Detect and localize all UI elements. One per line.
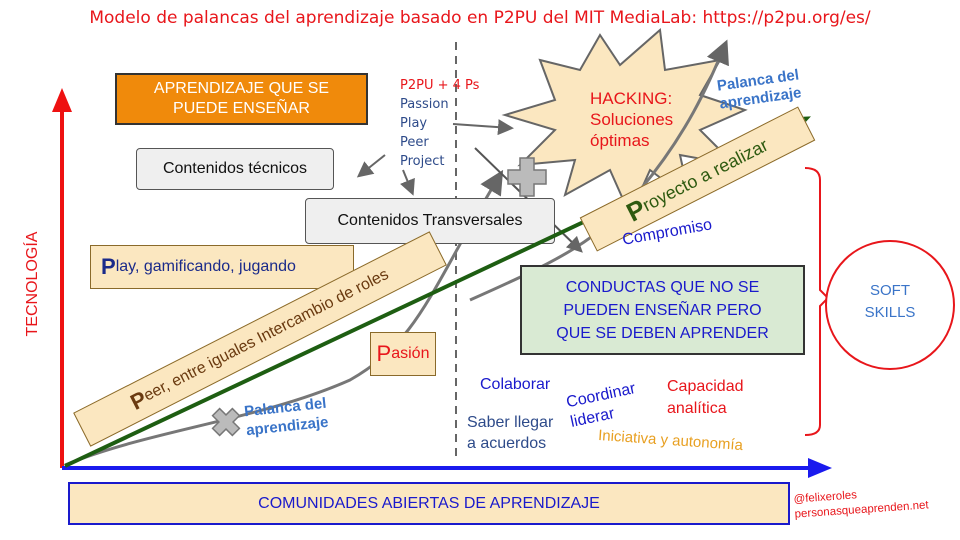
behaviors-box: CONDUCTAS QUE NO SE PUEDEN ENSEÑAR PERO QU… <box>520 265 805 355</box>
communities-box: COMUNIDADES ABIERTAS DE APRENDIZAJE <box>68 482 790 525</box>
label: PUEDE ENSEÑAR <box>173 100 310 117</box>
passion-initial: P <box>376 341 392 366</box>
label: Soluciones <box>590 110 674 129</box>
label: SKILLS <box>864 304 916 321</box>
label: Capacidad <box>667 378 744 395</box>
arrow <box>356 154 386 178</box>
p2pu-heading: P2PU + 4 Ps <box>400 78 480 93</box>
technical-content-box: Contenidos técnicos <box>136 148 334 190</box>
hacking-starburst <box>501 28 748 218</box>
play-initial: P <box>101 254 116 279</box>
label: APRENDIZAJE QUE SE <box>153 80 330 97</box>
label: a acuerdos <box>467 435 547 452</box>
soft-skills-bracket <box>804 167 830 436</box>
skill-analytic: Capacidad analítica <box>667 376 744 420</box>
p2pu-4ps-list: P2PU + 4 Ps Passion Play Peer Project <box>400 76 479 171</box>
plus-icon <box>507 157 547 197</box>
label: HACKING: <box>590 89 673 108</box>
label: PUEDEN ENSEÑAR PERO <box>563 301 762 319</box>
teachable-learning-box: APRENDIZAJE QUE SE PUEDE ENSEÑAR <box>115 73 368 125</box>
label: QUE SE DEBEN APRENDER <box>556 324 769 342</box>
skill-agree: Saber llegar a acuerdos <box>467 412 553 454</box>
label: óptimas <box>590 131 650 150</box>
x-axis-arrowhead <box>808 458 832 478</box>
y-axis-label: TECNOLOGÍA <box>24 231 41 337</box>
hacking-label: HACKING: Soluciones óptimas <box>590 88 673 151</box>
passion-text: asión <box>391 345 430 362</box>
label: analítica <box>667 400 727 417</box>
soft-skills-circle <box>825 240 955 370</box>
play-text: lay, gamificando, jugando <box>115 258 296 275</box>
cross-icon <box>211 407 241 437</box>
soft-skills-label: SOFT SKILLS <box>826 280 954 324</box>
p-item: Play <box>400 116 428 131</box>
label: Saber llegar <box>467 414 554 431</box>
arrow <box>452 119 514 136</box>
lever-curve-bottom <box>64 169 504 467</box>
skill-collaborate: Colaborar <box>480 376 551 393</box>
label: SOFT <box>870 282 910 299</box>
label: CONDUCTAS QUE NO SE <box>565 278 760 296</box>
y-axis-arrowhead <box>52 88 72 112</box>
p-item: Peer <box>400 135 429 150</box>
p-item: Project <box>400 154 445 169</box>
arrow <box>400 169 415 196</box>
p-item: Passion <box>400 97 449 112</box>
diagram-title: Modelo de palancas del aprendizaje basad… <box>89 8 871 28</box>
